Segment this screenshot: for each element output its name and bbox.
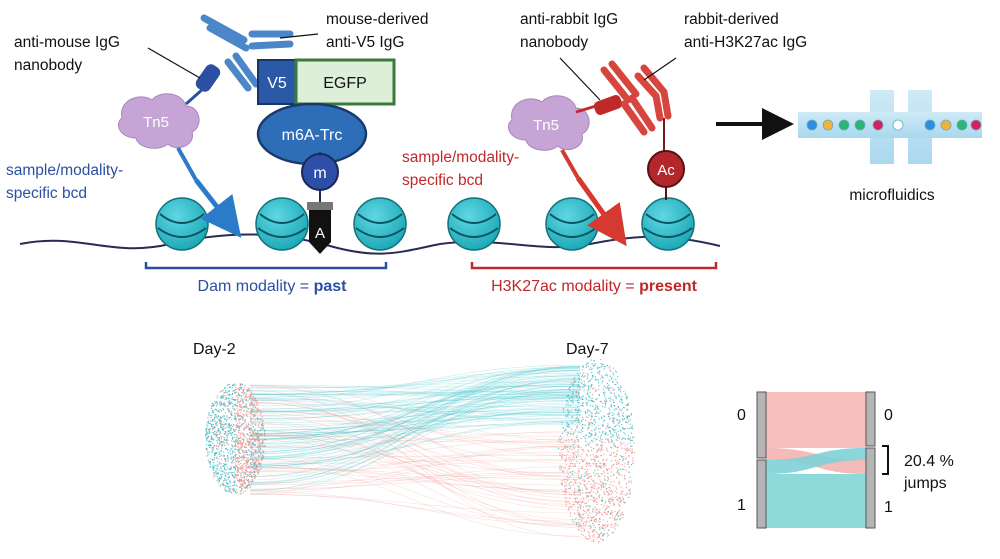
bcd-label-right: sample/modality- specific bcd xyxy=(402,149,523,189)
droplet xyxy=(872,119,884,131)
tn5-enzyme-right: Tn5 xyxy=(508,95,590,151)
sankey-right-bar-bottom xyxy=(865,447,876,529)
jumps-label: 20.4 % jumps xyxy=(903,453,958,492)
anti-mouse-nanobody xyxy=(185,86,205,106)
droplet xyxy=(970,119,982,131)
anti-mouse-label: anti-mouse IgG nanobody xyxy=(14,34,124,74)
adenine-marker xyxy=(309,210,331,254)
droplet xyxy=(956,119,968,131)
anti-rabbit-nanobody xyxy=(593,95,623,115)
insertion-arrow-left xyxy=(194,178,242,238)
mouse-derived-label: mouse-derived anti-V5 IgG xyxy=(326,11,433,51)
sankey-right-0: 0 xyxy=(884,407,893,424)
flow-lines xyxy=(249,364,581,537)
sankey-left-0: 0 xyxy=(737,407,746,424)
nucleosome xyxy=(353,197,407,251)
nucleosome xyxy=(155,197,209,251)
droplet xyxy=(854,119,866,131)
mouse-antibody xyxy=(200,14,294,92)
m6a-trc-label: m6A-Trc xyxy=(282,127,343,144)
egfp-label: EGFP xyxy=(323,75,367,92)
adenine-label: A xyxy=(315,225,325,242)
nucleosome xyxy=(447,197,501,251)
nucleosome xyxy=(545,197,599,251)
droplet xyxy=(940,119,952,131)
tn5-enzyme-left: Tn5 xyxy=(118,93,200,149)
anti-rabbit-label: anti-rabbit IgG nanobody xyxy=(520,11,623,51)
dam-panel: Tn5 V5 EGFP m6A-Trc m A xyxy=(6,11,441,295)
dna-strand-left xyxy=(19,233,441,255)
sankey-left-bar-top xyxy=(756,391,767,459)
sankey-left-bar-bottom xyxy=(756,459,767,529)
droplet xyxy=(838,119,850,131)
day2-label: Day-2 xyxy=(193,341,236,358)
bcd-label-left: sample/modality- specific bcd xyxy=(6,162,127,202)
jump-sankey: 0 1 0 1 20.4 % jumps xyxy=(737,391,958,529)
jumps-bracket xyxy=(882,445,889,475)
nucleosome xyxy=(255,197,309,251)
tn5-label-left: Tn5 xyxy=(143,114,169,131)
rabbit-antibody xyxy=(600,60,672,136)
rabbit-derived-label: rabbit-derived anti-H3K27ac IgG xyxy=(684,11,807,51)
egfp-box xyxy=(294,58,396,106)
day7-label: Day-7 xyxy=(566,341,609,358)
microfluidics-panel: microfluidics xyxy=(716,90,982,204)
droplet xyxy=(892,119,904,131)
droplet xyxy=(806,119,818,131)
droplets xyxy=(806,119,982,131)
h3k27ac-modality-label: H3K27ac modality = present xyxy=(491,278,698,295)
h3k27ac-panel: Tn5 Ac anti-rabbit IgG nanobody rabbit-d… xyxy=(402,11,807,295)
dam-modality-label: Dam modality = past xyxy=(198,278,348,295)
sankey-right-bar-top xyxy=(865,391,876,447)
methyl-label: m xyxy=(313,165,326,182)
acetyl-label: Ac xyxy=(657,162,675,179)
sankey-left-1: 1 xyxy=(737,497,746,514)
droplet xyxy=(822,119,834,131)
microfluidics-label: microfluidics xyxy=(849,187,935,204)
droplet xyxy=(924,119,936,131)
insertion-arrow-right xyxy=(575,176,627,247)
day7-cell-cloud xyxy=(558,358,635,543)
dam-bracket xyxy=(144,262,388,270)
sankey-right-1: 1 xyxy=(884,499,893,516)
alluvial-cloud-panel: Day-2 Day-7 xyxy=(193,341,635,543)
nucleosome xyxy=(641,197,695,251)
day2-cell-cloud xyxy=(205,383,266,495)
h3k27ac-bracket xyxy=(470,262,718,270)
tn5-label-right: Tn5 xyxy=(533,117,559,134)
v5-label: V5 xyxy=(267,75,287,92)
